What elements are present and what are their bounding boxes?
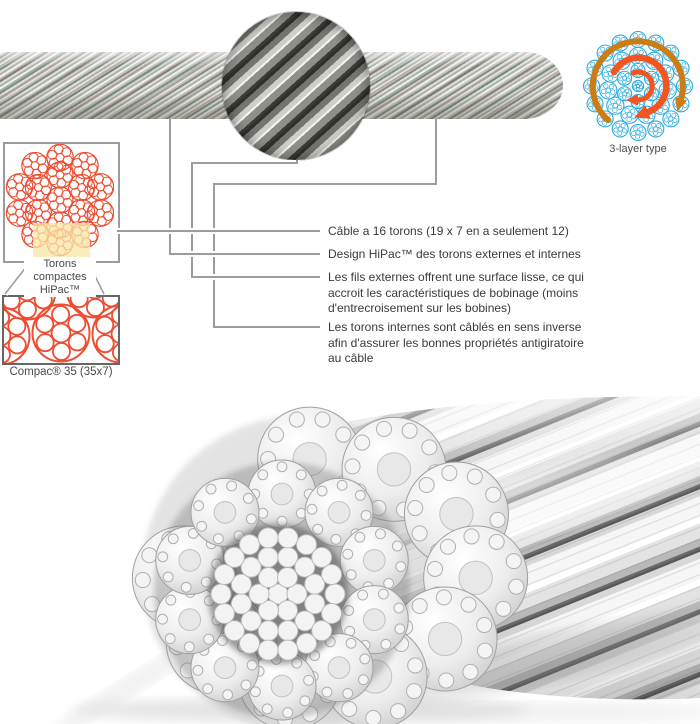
annotation-text-2: Design HiPac™ des torons externes et int…	[328, 247, 581, 261]
annotation-text-3: Les fils externes offrent une surface li…	[328, 270, 584, 315]
three-layer-caption: 3-layer type	[609, 143, 667, 155]
strand-box-caption: Torons compactes HiPac™	[24, 258, 96, 297]
strand-cross-section-box	[3, 142, 120, 263]
annotation-text-4: Les torons internes sont câblés en sens …	[328, 320, 584, 365]
three-layer-diagram	[578, 26, 698, 146]
cable-3d-render	[49, 396, 700, 724]
strand-zoom-box	[2, 295, 120, 365]
strand-zoom-caption: Compac® 35 (35x7)	[9, 366, 113, 378]
cable-photo-inset	[222, 12, 370, 160]
annotation-text-1: Câble a 16 torons (19 x 7 en a seulement…	[328, 224, 569, 238]
